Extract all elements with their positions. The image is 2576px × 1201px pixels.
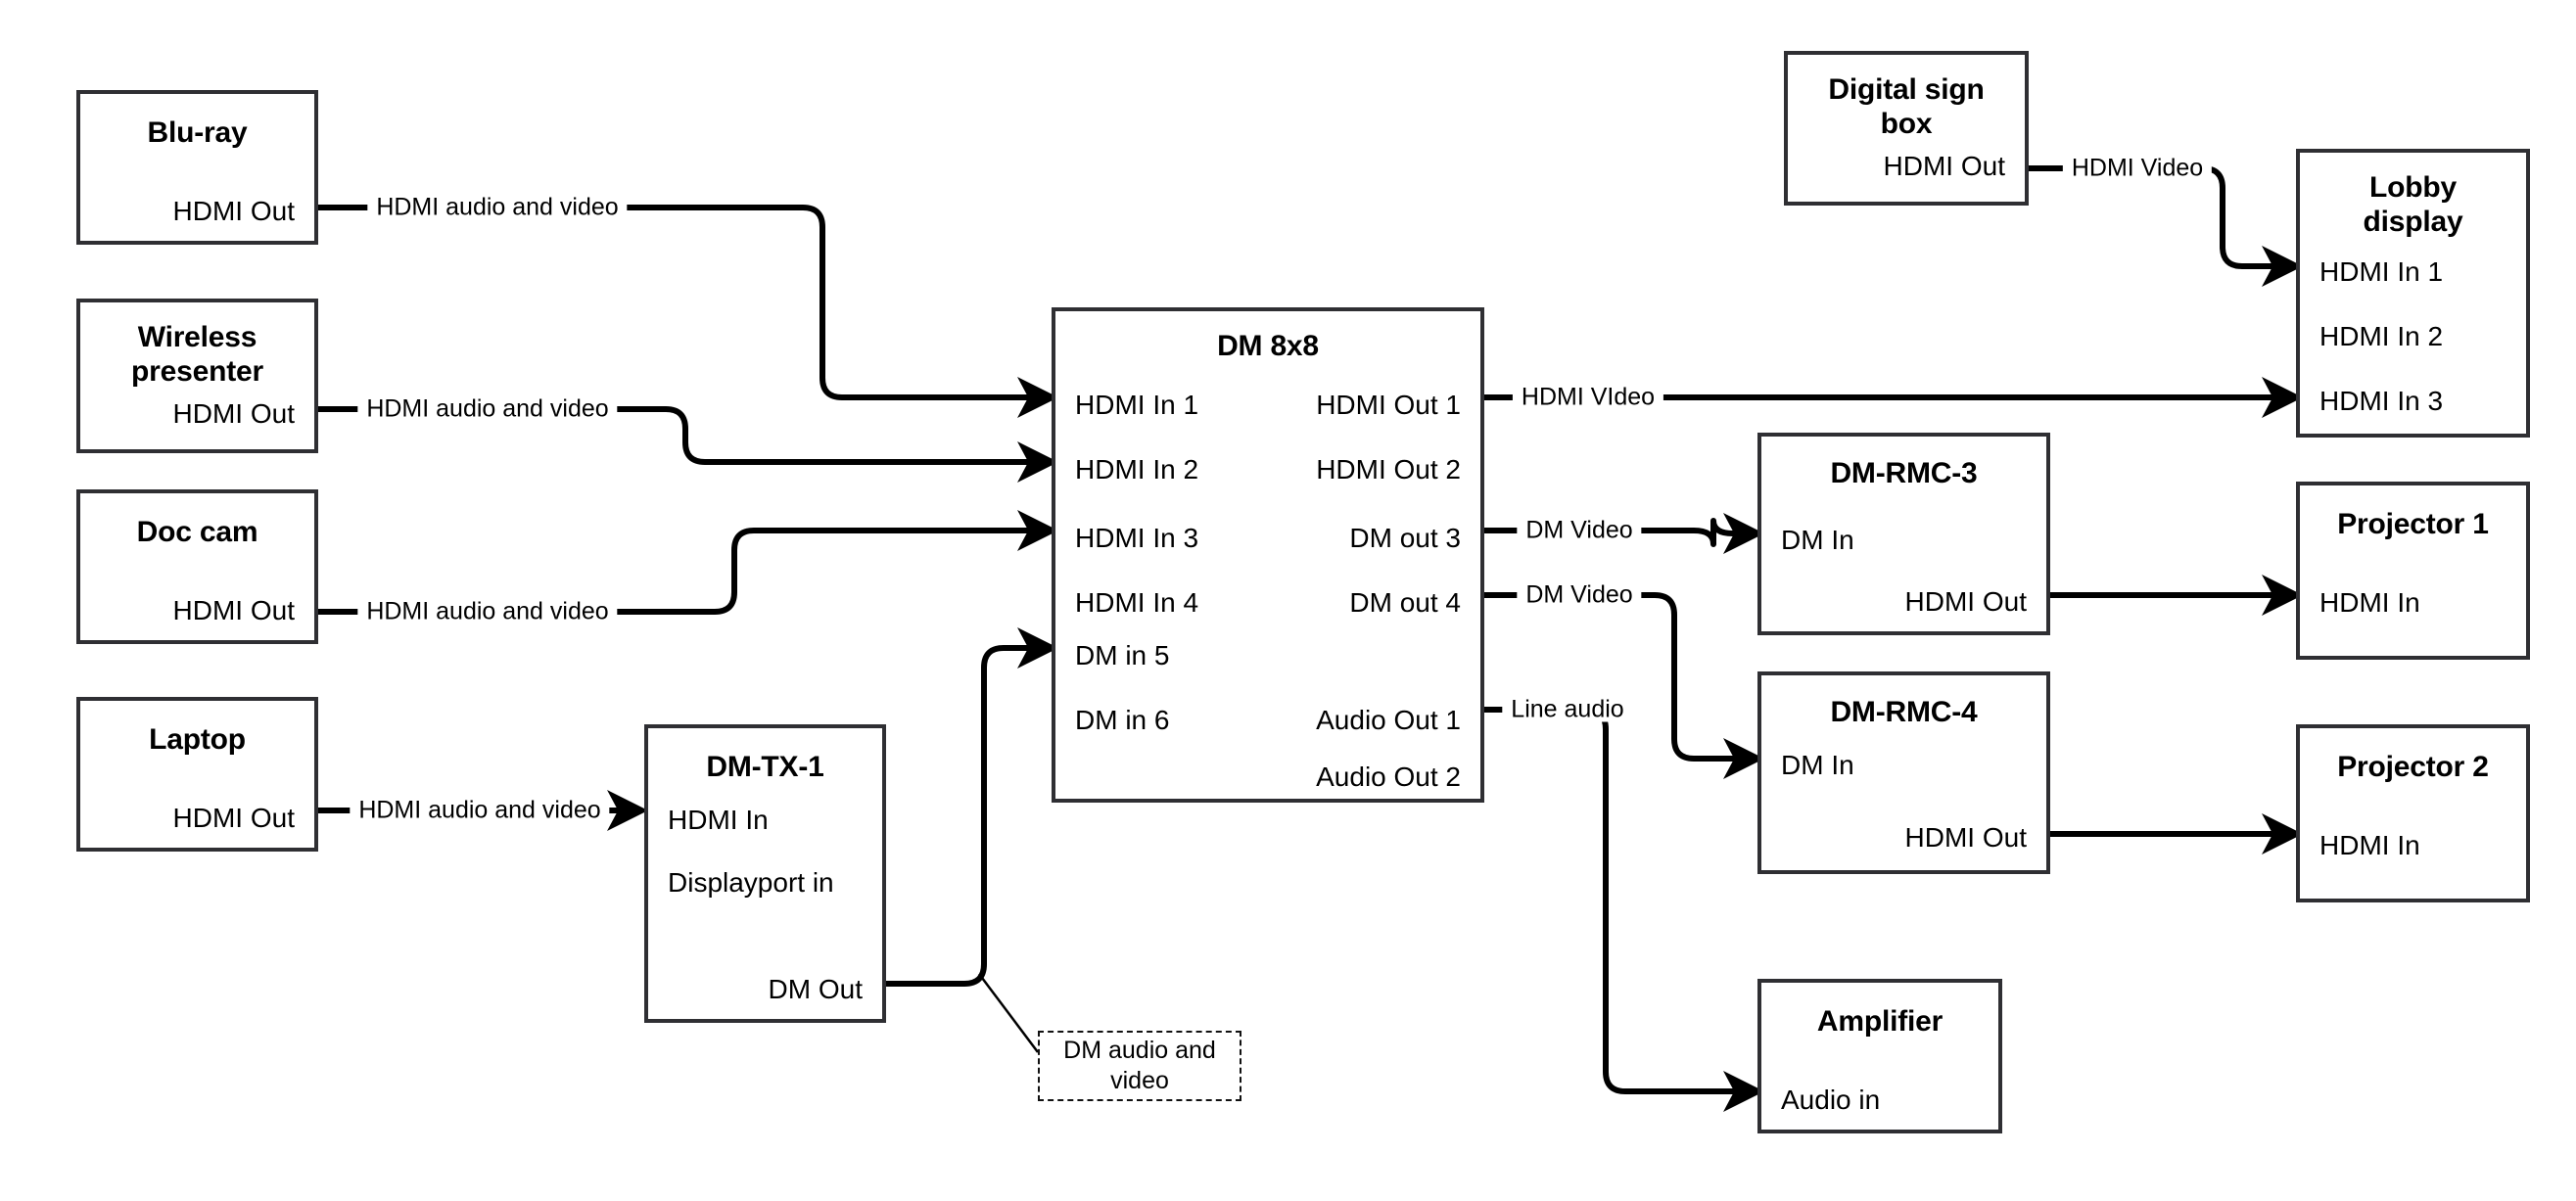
- node-projector-2-title: Projector 2: [2337, 751, 2489, 783]
- node-dm-8x8-port-hdmi-out-2: HDMI Out 2: [1316, 454, 1461, 485]
- node-bluray-title: Blu-ray: [147, 116, 248, 149]
- node-digital-sign-box[interactable]: Digital sign box HDMI Out: [1784, 51, 2029, 206]
- wire-label-doccam-to-in3: HDMI audio and video: [357, 599, 618, 624]
- node-dm-rmc-3-title: DM-RMC-3: [1830, 457, 1978, 489]
- node-dm-8x8-port-hdmi-in-4: HDMI In 4: [1075, 587, 1199, 618]
- node-amplifier[interactable]: Amplifier Audio in: [1757, 979, 2002, 1133]
- node-lobby-display-port-hdmi-in-3: HDMI In 3: [2319, 386, 2444, 416]
- node-dm-8x8-port-dm-out-4: DM out 4: [1349, 587, 1461, 618]
- node-projector-1-title: Projector 1: [2337, 508, 2489, 540]
- wire-label-dmout3-rmc3: DM Video: [1517, 518, 1642, 543]
- node-dm-8x8-port-dm-in-6: DM in 6: [1075, 705, 1170, 735]
- node-wireless-presenter-port-hdmi-out: HDMI Out: [172, 398, 295, 429]
- node-dm-8x8-port-hdmi-in-1: HDMI In 1: [1075, 390, 1199, 420]
- node-laptop-title: Laptop: [149, 723, 246, 756]
- wire-dmout4-rmc4: [1484, 592, 1764, 779]
- callout-text: DM audio and video: [1063, 1036, 1216, 1094]
- node-dm-8x8-port-audio-out-1: Audio Out 1: [1316, 705, 1461, 735]
- node-digital-sign-box-title: Digital sign box: [1828, 73, 1985, 141]
- node-dm-tx-1-port-dm-out: DM Out: [768, 974, 863, 1004]
- node-bluray-port-hdmi-out: HDMI Out: [172, 196, 295, 226]
- node-dm-tx-1-title: DM-TX-1: [706, 751, 824, 783]
- node-projector-1-port-hdmi-in: HDMI In: [2319, 587, 2420, 618]
- node-lobby-display-port-hdmi-in-1: HDMI In 1: [2319, 256, 2444, 287]
- node-digital-sign-box-port-hdmi-out: HDMI Out: [1883, 151, 2005, 181]
- node-projector-2-port-hdmi-in: HDMI In: [2319, 830, 2420, 860]
- node-dm-tx-1-port-hdmi-in: HDMI In: [668, 805, 769, 835]
- node-doc-cam-port-hdmi-out: HDMI Out: [172, 595, 295, 625]
- wire-label-laptop-to-tx1: HDMI audio and video: [350, 798, 610, 823]
- node-dm-rmc-4-port-hdmi-out: HDMI Out: [1904, 822, 2027, 853]
- wire-label-hdmiout1-lobby3: HDMI VIdeo: [1512, 385, 1664, 410]
- node-dm-8x8[interactable]: DM 8x8 HDMI In 1 HDMI In 2 HDMI In 3 HDM…: [1052, 307, 1484, 803]
- node-projector-1[interactable]: Projector 1 HDMI In: [2296, 482, 2530, 660]
- node-dm-tx-1[interactable]: DM-TX-1 HDMI In Displayport in DM Out: [644, 724, 886, 1023]
- node-doc-cam-title: Doc cam: [136, 516, 258, 548]
- node-lobby-display-port-hdmi-in-2: HDMI In 2: [2319, 321, 2444, 351]
- node-wireless-presenter[interactable]: Wireless presenter HDMI Out: [76, 299, 318, 453]
- node-doc-cam[interactable]: Doc cam HDMI Out: [76, 489, 318, 644]
- node-projector-2[interactable]: Projector 2 HDMI In: [2296, 724, 2530, 902]
- node-wireless-presenter-title: Wireless presenter: [131, 321, 263, 389]
- node-dm-8x8-port-dm-in-5: DM in 5: [1075, 640, 1170, 670]
- node-dm-rmc-3-port-hdmi-out: HDMI Out: [1904, 586, 2027, 617]
- callout-leader-line: [978, 973, 1039, 1053]
- node-dm-rmc-3[interactable]: DM-RMC-3 DM In HDMI Out: [1757, 433, 2050, 635]
- node-dm-rmc-3-port-dm-in: DM In: [1781, 525, 1854, 555]
- node-lobby-display-title: Lobby display: [2363, 171, 2463, 239]
- node-dm-8x8-port-dm-out-3: DM out 3: [1349, 523, 1461, 553]
- wire-label-audioout1-amp: Line audio: [1502, 697, 1633, 722]
- node-dm-8x8-port-hdmi-out-1: HDMI Out 1: [1316, 390, 1461, 420]
- node-amplifier-port-audio-in: Audio in: [1781, 1085, 1881, 1115]
- node-dm-8x8-port-hdmi-in-2: HDMI In 2: [1075, 454, 1199, 485]
- node-dm-rmc-4-title: DM-RMC-4: [1830, 696, 1978, 728]
- node-dm-rmc-4-port-dm-in: DM In: [1781, 750, 1854, 780]
- node-dm-rmc-4[interactable]: DM-RMC-4 DM In HDMI Out: [1757, 671, 2050, 874]
- callout-dm-audio-and-video: DM audio and video: [1038, 1031, 1241, 1101]
- node-laptop-port-hdmi-out: HDMI Out: [172, 803, 295, 833]
- node-dm-8x8-title: DM 8x8: [1217, 330, 1319, 362]
- node-dm-8x8-port-audio-out-2: Audio Out 2: [1316, 762, 1461, 792]
- wire-label-signbox-lobby1: HDMI Video: [2062, 156, 2213, 181]
- node-laptop[interactable]: Laptop HDMI Out: [76, 697, 318, 852]
- wire-audioout1-amp: [1484, 707, 1764, 1112]
- node-dm-tx-1-port-displayport-in: Displayport in: [668, 867, 834, 898]
- wire-label-dmout4-rmc4: DM Video: [1517, 582, 1642, 608]
- wire-bluray-to-in1: [318, 205, 1058, 418]
- wire-label-wireless-to-in2: HDMI audio and video: [357, 396, 618, 422]
- wire-tx1-to-in5: [886, 627, 1058, 987]
- wire-label-bluray-to-in1: HDMI audio and video: [367, 195, 628, 220]
- node-dm-8x8-port-hdmi-in-3: HDMI In 3: [1075, 523, 1199, 553]
- node-bluray[interactable]: Blu-ray HDMI Out: [76, 90, 318, 245]
- node-lobby-display[interactable]: Lobby display HDMI In 1 HDMI In 2 HDMI I…: [2296, 149, 2530, 438]
- node-amplifier-title: Amplifier: [1816, 1005, 1944, 1038]
